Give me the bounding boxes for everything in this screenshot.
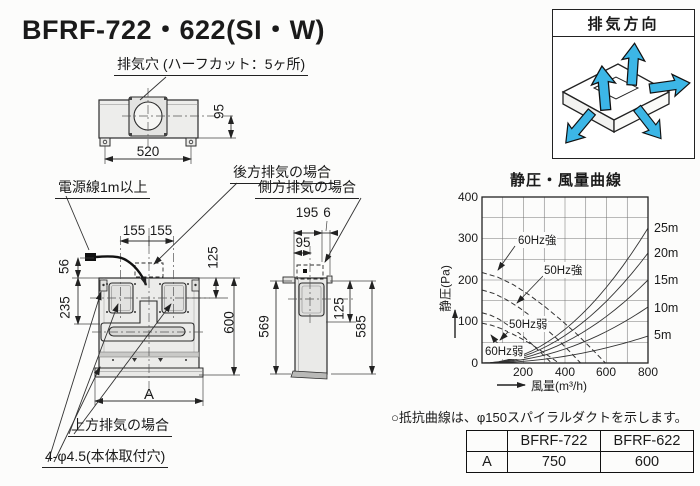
table-header-row: BFRF-722 BFRF-622 [466, 430, 694, 452]
dim-56: 56 [56, 258, 72, 275]
header-blank [466, 430, 508, 452]
resistance-note: ○抵抗曲線は、φ150スパイラルダクトを示します。 [391, 410, 688, 425]
value-A-622: 600 [600, 451, 694, 473]
row-label-A: A [466, 451, 508, 473]
power-plug [85, 253, 96, 261]
dim-125-front: 125 [205, 246, 221, 269]
duct-hole [133, 101, 163, 131]
model-spec-table: BFRF-722 BFRF-622 A 750 600 [466, 430, 694, 473]
value-A-722: 750 [507, 451, 601, 473]
power-cord [95, 255, 148, 286]
page-title: BFRF-722・622(SI・W) [22, 15, 326, 45]
y-tick: 200 [457, 273, 478, 287]
dim-95-top: 95 [211, 103, 227, 120]
exhaust-hole-label: 排気穴 (ハーフカット：5ヶ所) [114, 54, 309, 76]
upper-duct-dashed [296, 264, 324, 280]
header-model-722: BFRF-722 [507, 430, 601, 452]
chart-y-axis-label: 静圧(Pa) [438, 265, 453, 312]
dim-A: A [143, 386, 154, 403]
dim-600: 600 [221, 311, 237, 334]
dim-155-right: 155 [149, 223, 173, 238]
chart-title: 静圧・風量曲線 [509, 172, 622, 189]
dim-125-side: 125 [331, 297, 347, 320]
dim-155-left: 155 [122, 223, 146, 238]
dim-569: 569 [256, 315, 272, 338]
y-tick: 400 [457, 190, 478, 204]
x-tick: 400 [554, 365, 576, 379]
dim-585: 585 [353, 315, 369, 338]
mount-hole-label: 4-φ4.5(本体取付穴) [42, 446, 169, 468]
x-tick: 600 [595, 365, 617, 379]
table-row: A 750 600 [466, 451, 694, 473]
fan-curve-label: 60Hz強 [517, 232, 558, 248]
dim-95-side: 95 [295, 235, 311, 250]
dim-520: 520 [136, 144, 160, 159]
duct-curve-label: 20m [654, 246, 679, 260]
duct-curve-label: 5m [654, 328, 672, 342]
upper-knockout-right [161, 282, 187, 314]
upper-exhaust-label: 上方排気の場合 [68, 415, 172, 437]
dim-6: 6 [323, 205, 331, 220]
y-tick: 300 [457, 231, 478, 245]
dim-235: 235 [57, 296, 73, 319]
y-tick: 0 [471, 356, 478, 370]
chart-grid [482, 197, 648, 363]
header-model-622: BFRF-622 [600, 430, 694, 452]
dim-195: 195 [295, 205, 319, 220]
rear-exhaust-label: 後方排気の場合 [230, 162, 334, 184]
fan-curve-label: 50Hz強 [543, 262, 584, 278]
x-tick: 800 [637, 365, 659, 379]
upper-knockout-left [108, 282, 134, 314]
chart-x-axis-label: 風量(m³/h) [531, 379, 587, 393]
exhaust-slot [108, 326, 186, 337]
duct-curve-label: 15m [654, 273, 679, 287]
x-tick: 200 [512, 365, 534, 379]
side-view-drawing [270, 197, 376, 380]
side-exhaust-label: 側方排気の場合 [255, 177, 359, 199]
rear-knockout-dashed [134, 262, 164, 278]
power-cord-label: 電源線1m以上 [55, 177, 151, 199]
fan-curve-label: 50Hz弱 [508, 316, 549, 332]
side-knockout [298, 282, 325, 317]
fan-curve-label: 60Hz弱 [484, 343, 525, 359]
duct-curve-label: 10m [654, 301, 679, 315]
exhaust-direction-box: 排気方向 [552, 9, 695, 159]
y-tick: 100 [457, 314, 478, 328]
exhaust-direction-title: 排気方向 [553, 10, 694, 37]
duct-curve-label: 25m [654, 221, 679, 235]
